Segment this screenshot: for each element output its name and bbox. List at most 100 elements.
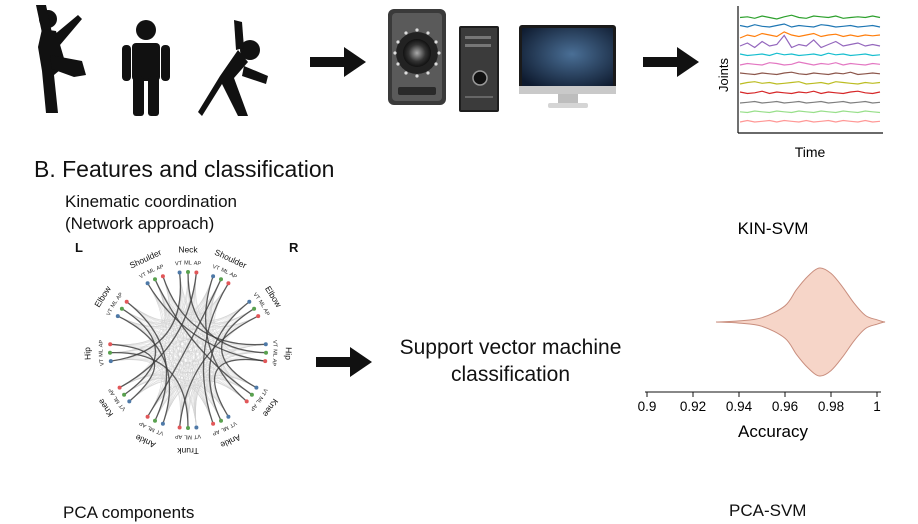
x-tick-label: 0.94 (726, 399, 753, 414)
network-node (153, 418, 157, 423)
axis-component-label: AP (138, 419, 148, 428)
axis-component-label: AP (115, 291, 124, 301)
kinematic-coordination-label: Kinematic coordination (65, 192, 237, 211)
network-edge (110, 359, 166, 421)
axis-component-label: VT (99, 358, 106, 366)
axis-component-label: ML (220, 424, 229, 433)
network-node (186, 270, 190, 274)
x-axis-label: Accuracy (738, 422, 808, 441)
network-edge-strong (220, 308, 257, 389)
network-node (211, 274, 216, 279)
dancing-figure-icon (36, 5, 86, 113)
axis-component-label: ML (147, 424, 156, 433)
network-edge-strong (109, 352, 189, 429)
axis-component-label: AP (174, 433, 182, 440)
network-edge (121, 283, 164, 325)
joint-series-line (739, 52, 881, 57)
axis-component-label: AP (228, 272, 238, 281)
axis-component-label: VT (252, 292, 261, 302)
network-node (249, 392, 254, 397)
network-node (219, 277, 223, 282)
axis-component-label: ML (220, 267, 229, 276)
pca-svm-title: PCA-SVM (729, 501, 807, 520)
network-node (264, 350, 268, 355)
network-edge-strong (117, 315, 171, 425)
x-tick-label: 0.92 (680, 399, 706, 414)
right-side-label: R (289, 240, 299, 255)
network-node (194, 425, 199, 430)
network-node (153, 277, 157, 282)
x-tick-label: 0.96 (772, 399, 798, 414)
axis-component-label: AP (193, 261, 201, 268)
joint-series-line (739, 119, 881, 123)
body-region-label: Hip (82, 347, 92, 360)
svm-label-line1: Support vector machine (399, 336, 622, 359)
network-edge-strong (121, 308, 157, 396)
network-edge-strong (187, 271, 267, 354)
axis-component-label: ML (98, 349, 104, 357)
joint-series-line (739, 100, 881, 104)
network-node (145, 281, 150, 286)
body-region-label: Knee (261, 397, 281, 419)
violin-shape (715, 267, 886, 377)
network-edge-strong (204, 275, 248, 402)
network-node (244, 399, 249, 404)
axis-component-label: VT (228, 420, 238, 429)
network-edge (195, 375, 257, 428)
axis-component-label: AP (156, 264, 165, 272)
axis-component-label: ML (184, 260, 192, 266)
joint-series-line (739, 90, 881, 95)
network-edge-strong (110, 272, 182, 362)
network-node (122, 392, 127, 397)
axis-component-label: VT (212, 264, 221, 272)
network-edge-strong (147, 282, 266, 362)
network-edge-strong (178, 315, 259, 428)
axis-component-label: VT (139, 271, 149, 280)
network-node (256, 314, 261, 319)
axis-component-label: AP (270, 358, 277, 366)
joint-series-line (739, 23, 881, 28)
network-node (219, 418, 223, 423)
network-edge-strong (162, 275, 266, 346)
x-tick-label: 0.98 (818, 399, 844, 414)
axis-component-label: VT (259, 387, 268, 397)
network-edge (117, 301, 250, 331)
network-node (115, 314, 120, 319)
pca-components-label: PCA components (63, 503, 195, 522)
axis-component-label: VT (106, 307, 115, 317)
network-edge (129, 301, 250, 402)
network-edge-strong (202, 282, 229, 425)
timeseries-svg: Joints Time (716, 6, 883, 160)
joint-series-line (739, 31, 881, 39)
network-node (177, 270, 182, 275)
axis-component-label: VT (118, 402, 128, 412)
body-region-label: Knee (96, 397, 116, 419)
network-node (254, 385, 259, 390)
body-region-label: Elbow (263, 284, 284, 310)
network-edge-strong (213, 358, 266, 418)
body-region-label: Trunk (177, 446, 199, 456)
network-node (226, 281, 231, 286)
axis-component-label: ML (257, 299, 266, 309)
network-node (263, 342, 268, 347)
ylabel-joints: Joints (716, 58, 731, 92)
axis-component-label: AP (248, 402, 258, 412)
network-edge-strong (154, 279, 253, 396)
network-edge (110, 344, 266, 362)
axis-component-label: AP (262, 308, 271, 318)
monitor-icon (519, 25, 616, 108)
network-edge-strong (119, 272, 198, 389)
svm-classification-label: Support vector machine classification (388, 334, 633, 388)
network-edge-strong (126, 301, 168, 421)
body-region-label: Ankle (133, 432, 157, 450)
joint-series-line (739, 71, 881, 76)
axis-component-label: AP (211, 428, 220, 436)
network-node (119, 306, 124, 311)
network-node (127, 399, 132, 404)
network-node (263, 359, 268, 364)
section-b-title: B. Features and classification (34, 156, 335, 182)
network-node (108, 359, 113, 364)
left-side-label: L (75, 240, 83, 255)
network-edge (117, 315, 257, 388)
